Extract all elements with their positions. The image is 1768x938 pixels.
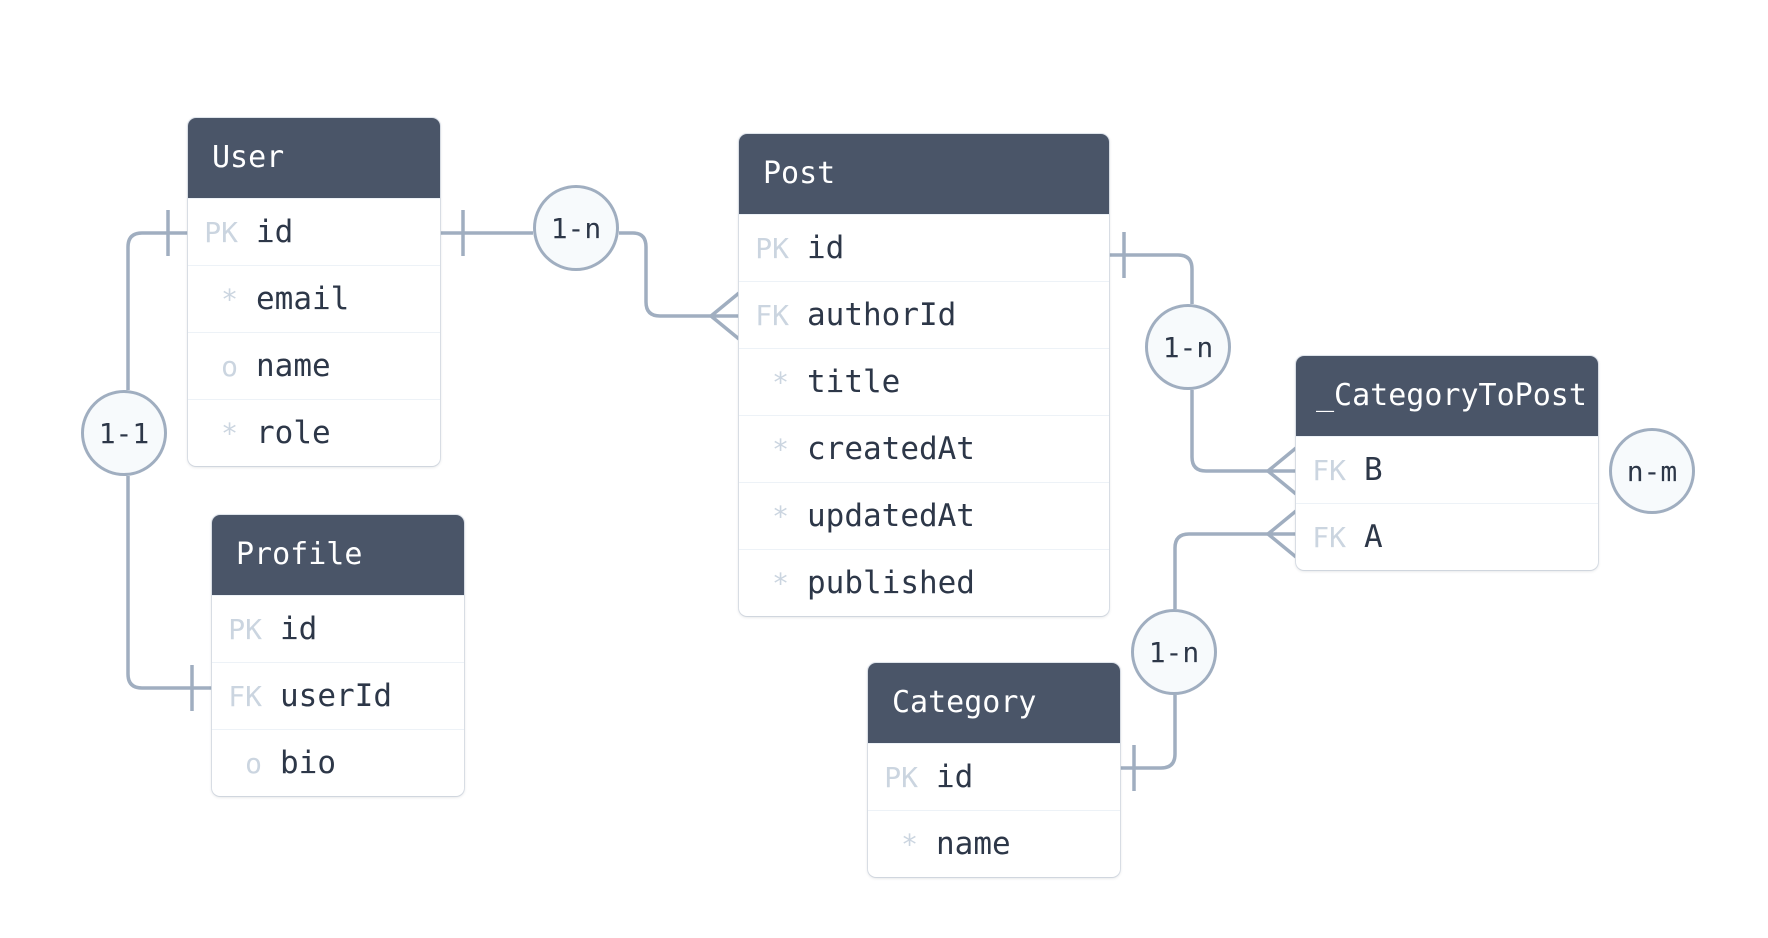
field-name: createdAt <box>807 431 975 467</box>
entity-category-to-post[interactable]: _CategoryToPost FK B FK A <box>1296 356 1598 570</box>
field-name: B <box>1364 452 1383 488</box>
field-name: id <box>936 759 974 795</box>
field-row: * published <box>739 549 1109 616</box>
many-marker-icon <box>709 291 741 341</box>
field-name: name <box>256 348 331 384</box>
connector-category-categorytopost <box>1173 532 1296 609</box>
field-key-marker: FK <box>228 679 262 713</box>
field-row: * role <box>188 399 440 466</box>
field-key-marker: FK <box>755 298 789 332</box>
entity-user-title: User <box>188 118 440 198</box>
connector-post-categorytopost <box>1109 253 1194 304</box>
connector-user-profile <box>126 231 188 390</box>
entity-post-title: Post <box>739 134 1109 214</box>
field-name: userId <box>280 678 392 714</box>
field-name: email <box>256 281 350 317</box>
field-key-marker: PK <box>884 760 918 794</box>
entity-post[interactable]: Post PK id FK authorId * title * created… <box>739 134 1109 616</box>
many-marker-icon <box>1266 509 1298 559</box>
field-name: role <box>256 415 331 451</box>
field-row: FK B <box>1296 436 1598 503</box>
field-key-marker: o <box>221 349 238 383</box>
field-name: id <box>807 230 845 266</box>
field-name: authorId <box>807 297 957 333</box>
entity-category[interactable]: Category PK id * name <box>868 663 1120 877</box>
field-row: * title <box>739 348 1109 415</box>
field-name: updatedAt <box>807 498 975 534</box>
field-key-marker: * <box>221 282 238 316</box>
entity-user[interactable]: User PK id * email o name * role <box>188 118 440 466</box>
field-key-marker: * <box>901 827 918 861</box>
field-row: * updatedAt <box>739 482 1109 549</box>
field-name: title <box>807 364 901 400</box>
entity-profile[interactable]: Profile PK id FK userId o bio <box>212 515 464 796</box>
field-key-marker: PK <box>204 215 238 249</box>
entity-category-title: Category <box>868 663 1120 743</box>
field-key-marker: * <box>772 365 789 399</box>
field-row: FK userId <box>212 662 464 729</box>
field-row: PK id <box>739 214 1109 281</box>
field-row: * createdAt <box>739 415 1109 482</box>
field-key-marker: * <box>772 432 789 466</box>
connector-user-post <box>619 231 739 318</box>
relation-badge-category-post[interactable]: n-m <box>1609 428 1695 514</box>
field-row: PK id <box>188 198 440 265</box>
field-row: * name <box>868 810 1120 877</box>
field-key-marker: PK <box>228 612 262 646</box>
many-marker-icon <box>1266 446 1298 496</box>
field-name: name <box>936 826 1011 862</box>
relation-badge-user-post[interactable]: 1-n <box>533 185 619 271</box>
field-key-marker: * <box>772 499 789 533</box>
field-row: FK authorId <box>739 281 1109 348</box>
relation-badge-category-categorytopost[interactable]: 1-n <box>1131 609 1217 695</box>
connector-post-categorytopost <box>1190 390 1296 473</box>
field-row: * email <box>188 265 440 332</box>
field-key-marker: o <box>245 746 262 780</box>
field-name: A <box>1364 519 1383 555</box>
field-row: PK id <box>212 595 464 662</box>
field-name: id <box>280 611 318 647</box>
connector-user-profile <box>126 476 212 690</box>
field-name: id <box>256 214 294 250</box>
field-key-marker: PK <box>755 231 789 265</box>
field-key-marker: FK <box>1312 453 1346 487</box>
field-row: FK A <box>1296 503 1598 570</box>
entity-profile-title: Profile <box>212 515 464 595</box>
field-key-marker: FK <box>1312 520 1346 554</box>
field-name: published <box>807 565 975 601</box>
field-key-marker: * <box>221 416 238 450</box>
field-row: PK id <box>868 743 1120 810</box>
field-row: o bio <box>212 729 464 796</box>
relation-badge-user-profile[interactable]: 1-1 <box>81 390 167 476</box>
connector-category-categorytopost <box>1120 695 1177 770</box>
relation-badge-post-categorytopost[interactable]: 1-n <box>1145 304 1231 390</box>
entity-category-to-post-title: _CategoryToPost <box>1296 356 1598 436</box>
field-row: o name <box>188 332 440 399</box>
field-key-marker: * <box>772 566 789 600</box>
field-name: bio <box>280 745 336 781</box>
